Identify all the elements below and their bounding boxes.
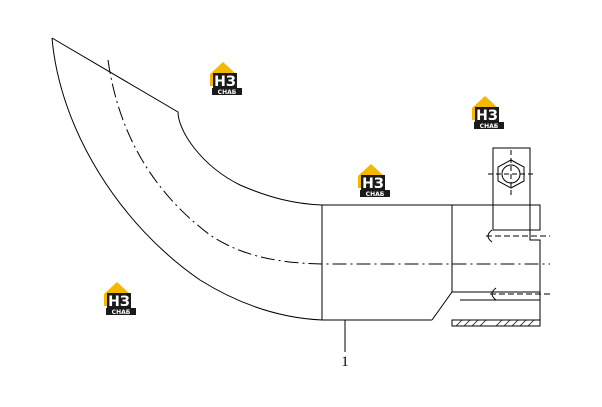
watermark-logo-3: НЗ СНАБ [358,164,390,198]
callout-1: 1 [341,320,349,370]
callout-label: 1 [341,354,349,370]
logo-letters: НЗ [214,74,236,90]
shank-lower-edge [51,37,323,321]
logo-caption: СНАБ [366,191,385,198]
logo-caption: СНАБ [112,309,131,316]
shank-centerline [107,59,550,265]
shank-upper-edge [51,37,323,206]
logo-caption: СНАБ [218,89,237,96]
shank-outline [51,37,550,321]
bolt-bracket [492,147,531,206]
right-end-outline [452,229,541,321]
logo-letters: НЗ [108,294,130,310]
watermark-logo-4: НЗ СНАБ [104,282,136,316]
watermark-logo-2: НЗ СНАБ [472,96,504,130]
logo-letters: НЗ [476,108,498,124]
clamp-block [492,204,541,231]
watermark-logo-1: НЗ СНАБ [210,62,242,96]
hatch-lines [455,319,535,327]
logo-letters: НЗ [362,176,384,192]
bolt [488,147,536,206]
hex-nut-icon [497,159,525,189]
collar-outline [431,205,453,321]
logo-caption: СНАБ [480,123,499,130]
adapter-body [321,204,550,327]
